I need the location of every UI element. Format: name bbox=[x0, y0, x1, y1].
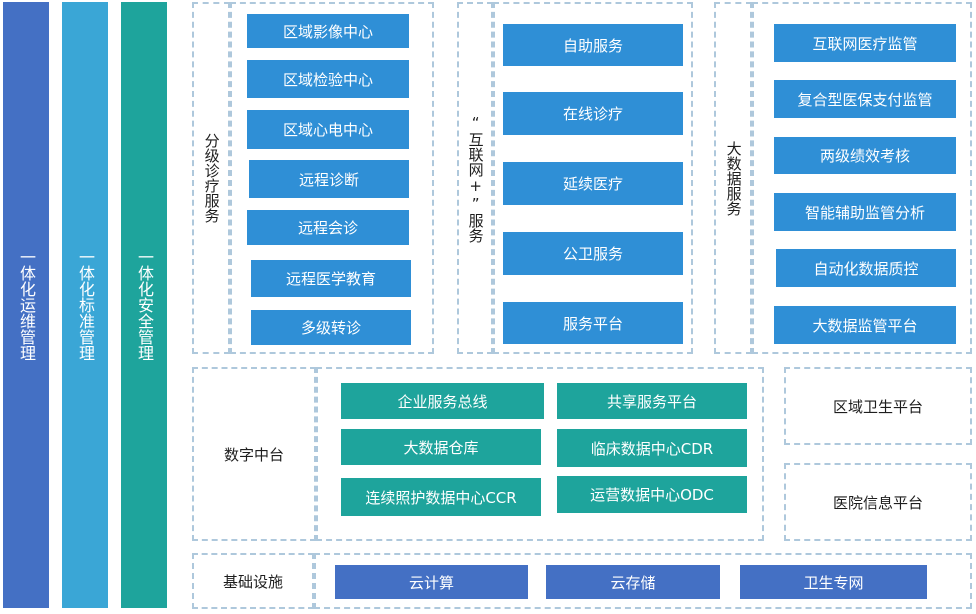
fenji-item-remote-education: 远程医学教育 bbox=[251, 260, 411, 297]
internet-item-self-service: 自助服务 bbox=[503, 24, 683, 66]
bigdata-item-internet-supervision: 互联网医疗监管 bbox=[774, 24, 956, 62]
bigdata-item-performance: 两级绩效考核 bbox=[774, 137, 956, 174]
bigdata-item-quality-control: 自动化数据质控 bbox=[776, 249, 956, 287]
digital-panel bbox=[316, 367, 764, 541]
internet-item-public-health: 公卫服务 bbox=[503, 232, 683, 275]
fenji-label-wrap: 分级诊疗服务 bbox=[192, 2, 230, 354]
bigdata-panel bbox=[752, 2, 972, 354]
pillar-ops: 一体化运维管理 bbox=[3, 2, 49, 608]
bigdata-item-insurance-supervision: 复合型医保支付监管 bbox=[774, 80, 956, 118]
internet-panel bbox=[493, 2, 693, 354]
infra-label: 基础设施 bbox=[192, 553, 314, 609]
internet-label: “互联网+”服务 bbox=[466, 113, 485, 243]
fenji-item-remote-consult: 远程会诊 bbox=[247, 210, 409, 245]
internet-label-panel bbox=[457, 2, 493, 354]
infra-item-cloud-compute: 云计算 bbox=[335, 565, 528, 599]
digital-label: 数字中台 bbox=[192, 367, 316, 541]
pillar-ops-label: 一体化运维管理 bbox=[17, 249, 36, 361]
bigdata-item-smart-analysis: 智能辅助监管分析 bbox=[774, 193, 956, 231]
fenji-item-remote-diagnosis: 远程诊断 bbox=[249, 160, 409, 198]
bigdata-label: 大数据服务 bbox=[724, 140, 743, 216]
infra-item-cloud-storage: 云存储 bbox=[546, 565, 720, 599]
pillar-security: 一体化安全管理 bbox=[121, 2, 167, 608]
regional-health-platform: 区域卫生平台 bbox=[784, 367, 972, 445]
fenji-item-lab: 区域检验中心 bbox=[247, 60, 409, 98]
fenji-item-ecg: 区域心电中心 bbox=[247, 110, 409, 149]
bigdata-label-panel bbox=[714, 2, 752, 354]
fenji-panel bbox=[230, 2, 434, 354]
bigdata-item-supervision-platform: 大数据监管平台 bbox=[774, 306, 956, 344]
internet-label-wrap: “互联网+”服务 bbox=[457, 2, 493, 354]
fenji-item-referral: 多级转诊 bbox=[251, 310, 411, 345]
internet-item-continued-care: 延续医疗 bbox=[503, 162, 683, 205]
infra-panel bbox=[314, 553, 972, 609]
digital-item-ccr: 连续照护数据中心CCR bbox=[341, 478, 541, 516]
pillar-standard: 一体化标准管理 bbox=[62, 2, 108, 608]
hospital-info-platform: 医院信息平台 bbox=[784, 463, 972, 541]
internet-item-online-diagnosis: 在线诊疗 bbox=[503, 92, 683, 135]
pillar-security-label: 一体化安全管理 bbox=[135, 249, 154, 361]
fenji-label-panel bbox=[192, 2, 230, 354]
bigdata-label-wrap: 大数据服务 bbox=[714, 2, 752, 354]
fenji-label: 分级诊疗服务 bbox=[202, 133, 221, 223]
digital-item-data-warehouse: 大数据仓库 bbox=[341, 429, 541, 465]
digital-item-shared-platform: 共享服务平台 bbox=[557, 383, 747, 419]
internet-item-service-platform: 服务平台 bbox=[503, 302, 683, 344]
pillar-standard-label: 一体化标准管理 bbox=[76, 249, 95, 361]
fenji-item-imaging: 区域影像中心 bbox=[247, 14, 409, 48]
infra-item-health-network: 卫生专网 bbox=[740, 565, 927, 599]
digital-item-esb: 企业服务总线 bbox=[341, 383, 544, 419]
digital-item-odc: 运营数据中心ODC bbox=[557, 476, 747, 513]
digital-item-cdr: 临床数据中心CDR bbox=[557, 429, 747, 467]
